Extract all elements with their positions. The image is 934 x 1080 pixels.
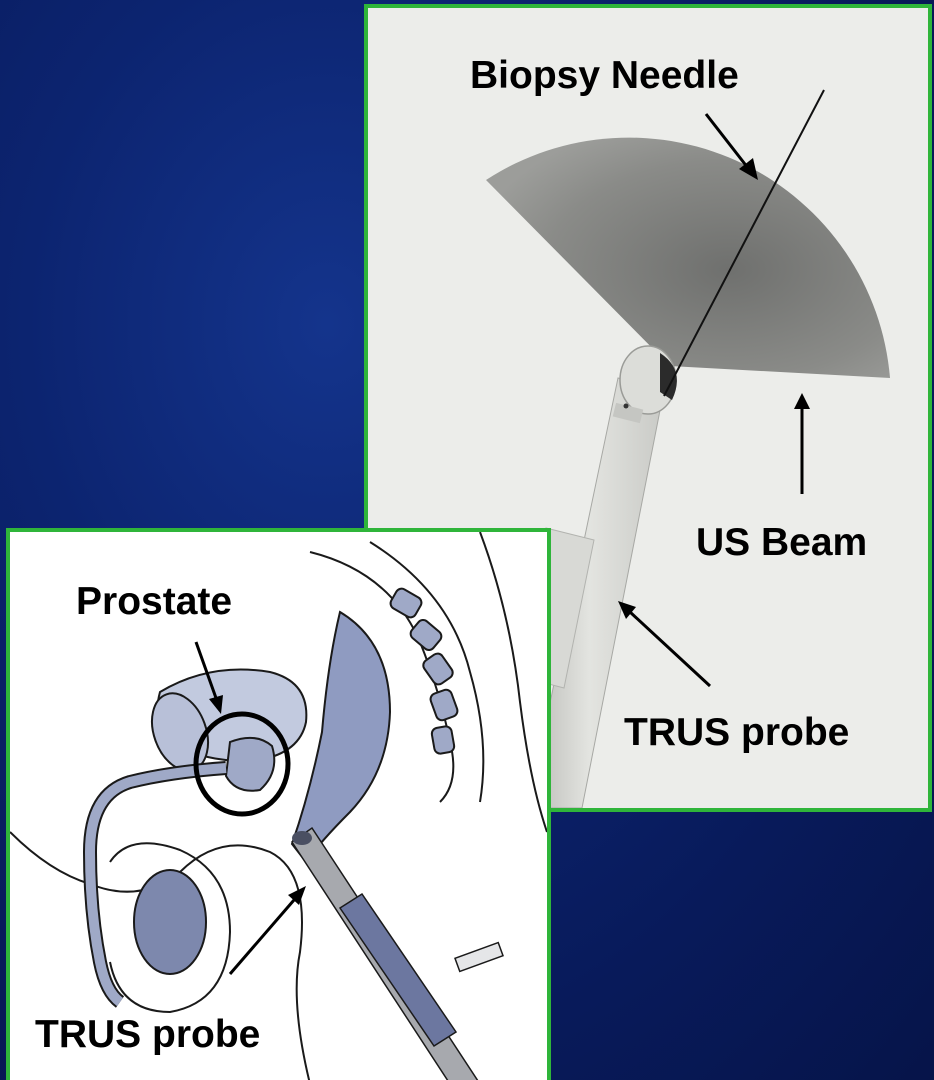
biopsy-needle-label: Biopsy Needle: [470, 56, 739, 95]
prostate-label: Prostate: [76, 582, 232, 621]
testis: [134, 870, 206, 974]
rectum: [292, 612, 390, 862]
trus-probe-label-photo: TRUS probe: [624, 713, 849, 752]
prostate: [226, 738, 274, 791]
us-beam-label: US Beam: [696, 523, 867, 562]
pelvic-anatomy-diagram-panel: Prostate TRUS probe: [6, 528, 551, 1080]
trus-probe-label-diagram: TRUS probe: [35, 1015, 260, 1054]
us-beam-fan: [486, 138, 890, 378]
